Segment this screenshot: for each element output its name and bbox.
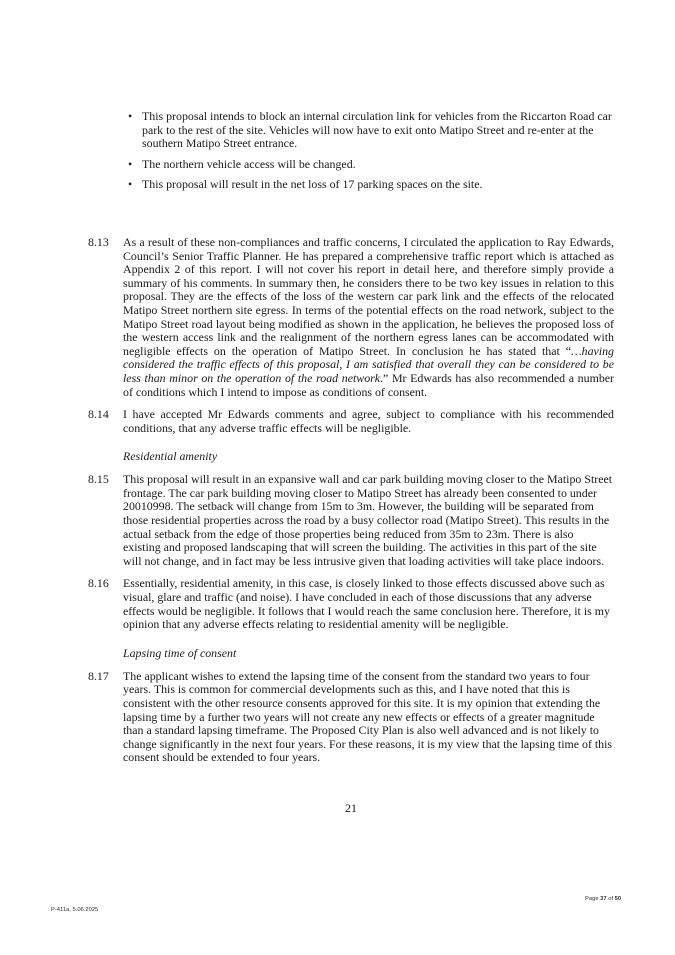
document-body: •This proposal intends to block an inter… bbox=[88, 109, 614, 815]
bullet-icon: • bbox=[128, 177, 133, 192]
page-counter: Page 37 of 50 bbox=[585, 896, 622, 902]
section-heading-lapsing-time: Lapsing time of consent bbox=[123, 645, 237, 660]
list-item: •The northern vehicle access will be cha… bbox=[128, 156, 356, 171]
page-number: 21 bbox=[345, 800, 357, 815]
paragraph-8-13: 8.13 As a result of these non-compliance… bbox=[88, 234, 614, 399]
bullet-icon: • bbox=[128, 156, 133, 171]
paragraph-8-17: 8.17 The applicant wishes to extend the … bbox=[88, 668, 613, 765]
paragraph-number: 8.14 bbox=[88, 407, 109, 422]
list-item: •This proposal will result in the net lo… bbox=[128, 177, 483, 192]
document-reference: P-411a, 5.06.2025 bbox=[51, 907, 99, 913]
quote: …having considered the traffic effects o… bbox=[123, 343, 614, 385]
paragraph-number: 8.17 bbox=[88, 668, 109, 683]
paragraph-number: 8.13 bbox=[88, 234, 109, 249]
list-item: •This proposal intends to block an inter… bbox=[128, 109, 612, 151]
bullet-list: •This proposal intends to block an inter… bbox=[128, 109, 614, 192]
paragraph-number: 8.15 bbox=[88, 472, 109, 487]
paragraph-8-16: 8.16 Essentially, residential amenity, i… bbox=[88, 576, 610, 632]
bullet-icon: • bbox=[128, 109, 133, 123]
section-heading-residential-amenity: Residential amenity bbox=[123, 449, 218, 464]
paragraph-8-14: 8.14 I have accepted Mr Edwards comments… bbox=[88, 407, 614, 435]
paragraph-8-15: 8.15 This proposal will result in an exp… bbox=[88, 472, 613, 568]
paragraph-number: 8.16 bbox=[88, 576, 109, 591]
